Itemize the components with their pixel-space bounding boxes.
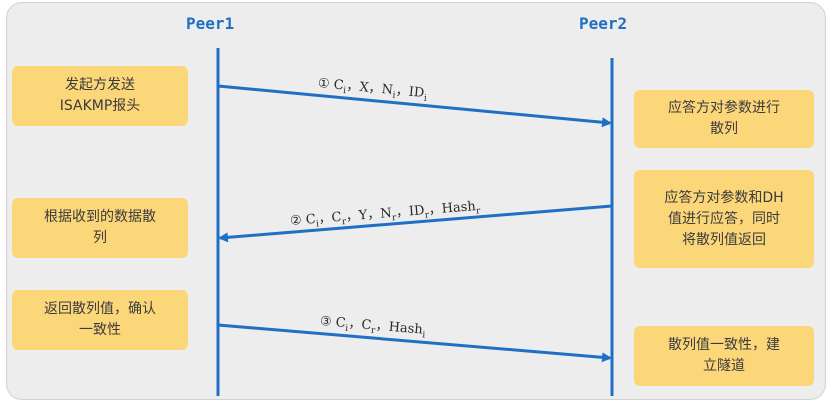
message-arrow-2 [218,204,613,243]
message-item: Cr [360,317,376,337]
message-item: IDi [408,84,428,104]
peer2-note-establish-tunnel: 散列值一致性，建 立隧道 [634,326,814,386]
message-arrow-1 [217,84,612,128]
peer2-title: Peer2 [579,14,628,33]
message-item: Nr [379,205,397,224]
peer2-note-respond-dh: 应答方对参数和DH 值进行应答，同时 将散列值返回 [634,170,814,268]
peer1-note-confirm-consistency: 返回散列值，确认 一致性 [12,290,188,350]
peer2-note-hash-params: 应答方对参数进行 散列 [634,90,814,148]
peer1-note-send-header: 发起方发送 ISAKMP报头 [12,66,188,126]
message-arrow-3 [217,323,612,363]
message-separator: ， [347,316,363,333]
message-item: Ci [305,211,320,230]
peer1-title: Peer1 [186,14,235,33]
message-separator: ， [345,208,360,225]
message-separator: ， [318,210,333,227]
message-number: ③ [319,314,337,331]
message-number: ② [289,212,307,229]
message-item: Cr [330,209,347,228]
message-separator: ， [375,318,390,335]
message-item: IDr [408,203,430,221]
message-item: Hashr [441,199,481,217]
message-item: Hashi [388,319,426,341]
peer1-note-hash-received: 根据收到的数据散 列 [12,198,188,258]
message-number: ① [317,76,335,93]
message-separator: ， [366,206,381,223]
